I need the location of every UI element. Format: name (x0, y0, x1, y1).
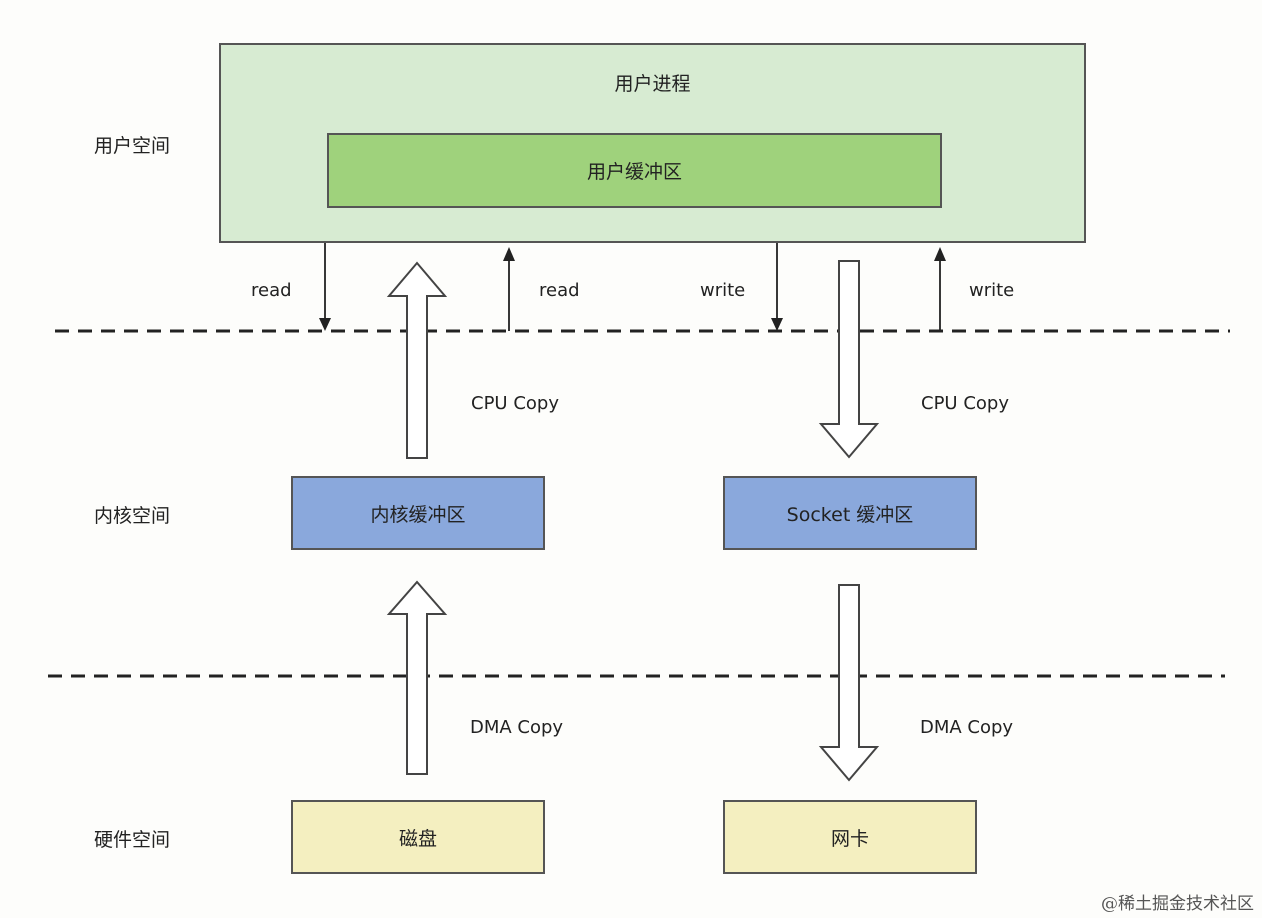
cpu-copy-down-arrow (818, 260, 880, 459)
cpu-copy-right-label: CPU Copy (921, 393, 1009, 414)
watermark: @稀土掘金技术社区 (1101, 894, 1254, 914)
write-up-arrow (934, 247, 946, 331)
dma-copy-up-arrow (386, 580, 448, 775)
kernel-buffer-box: 内核缓冲区 (291, 476, 545, 550)
user-buffer-box: 用户缓冲区 (327, 133, 942, 208)
write-up-label: write (969, 280, 1015, 301)
cpu-copy-left-label: CPU Copy (471, 393, 559, 414)
hardware-space-label: 硬件空间 (94, 829, 171, 851)
user-process-title: 用户进程 (614, 73, 691, 95)
read-up-label: read (539, 280, 580, 301)
read-down-arrow (319, 243, 331, 331)
read-down-label: read (251, 280, 292, 301)
dma-copy-left-label: DMA Copy (470, 717, 564, 738)
dma-copy-right-label: DMA Copy (920, 717, 1014, 738)
cpu-copy-up-arrow (386, 261, 448, 459)
kernel-space-label: 内核空间 (94, 505, 171, 527)
nic-box: 网卡 (723, 800, 977, 874)
socket-buffer-box: Socket 缓冲区 (723, 476, 977, 550)
write-down-arrow (771, 243, 783, 331)
read-up-arrow (503, 247, 515, 331)
dma-copy-down-arrow (818, 584, 880, 782)
disk-box: 磁盘 (291, 800, 545, 874)
user-space-label: 用户空间 (94, 135, 171, 157)
write-down-label: write (700, 280, 746, 301)
